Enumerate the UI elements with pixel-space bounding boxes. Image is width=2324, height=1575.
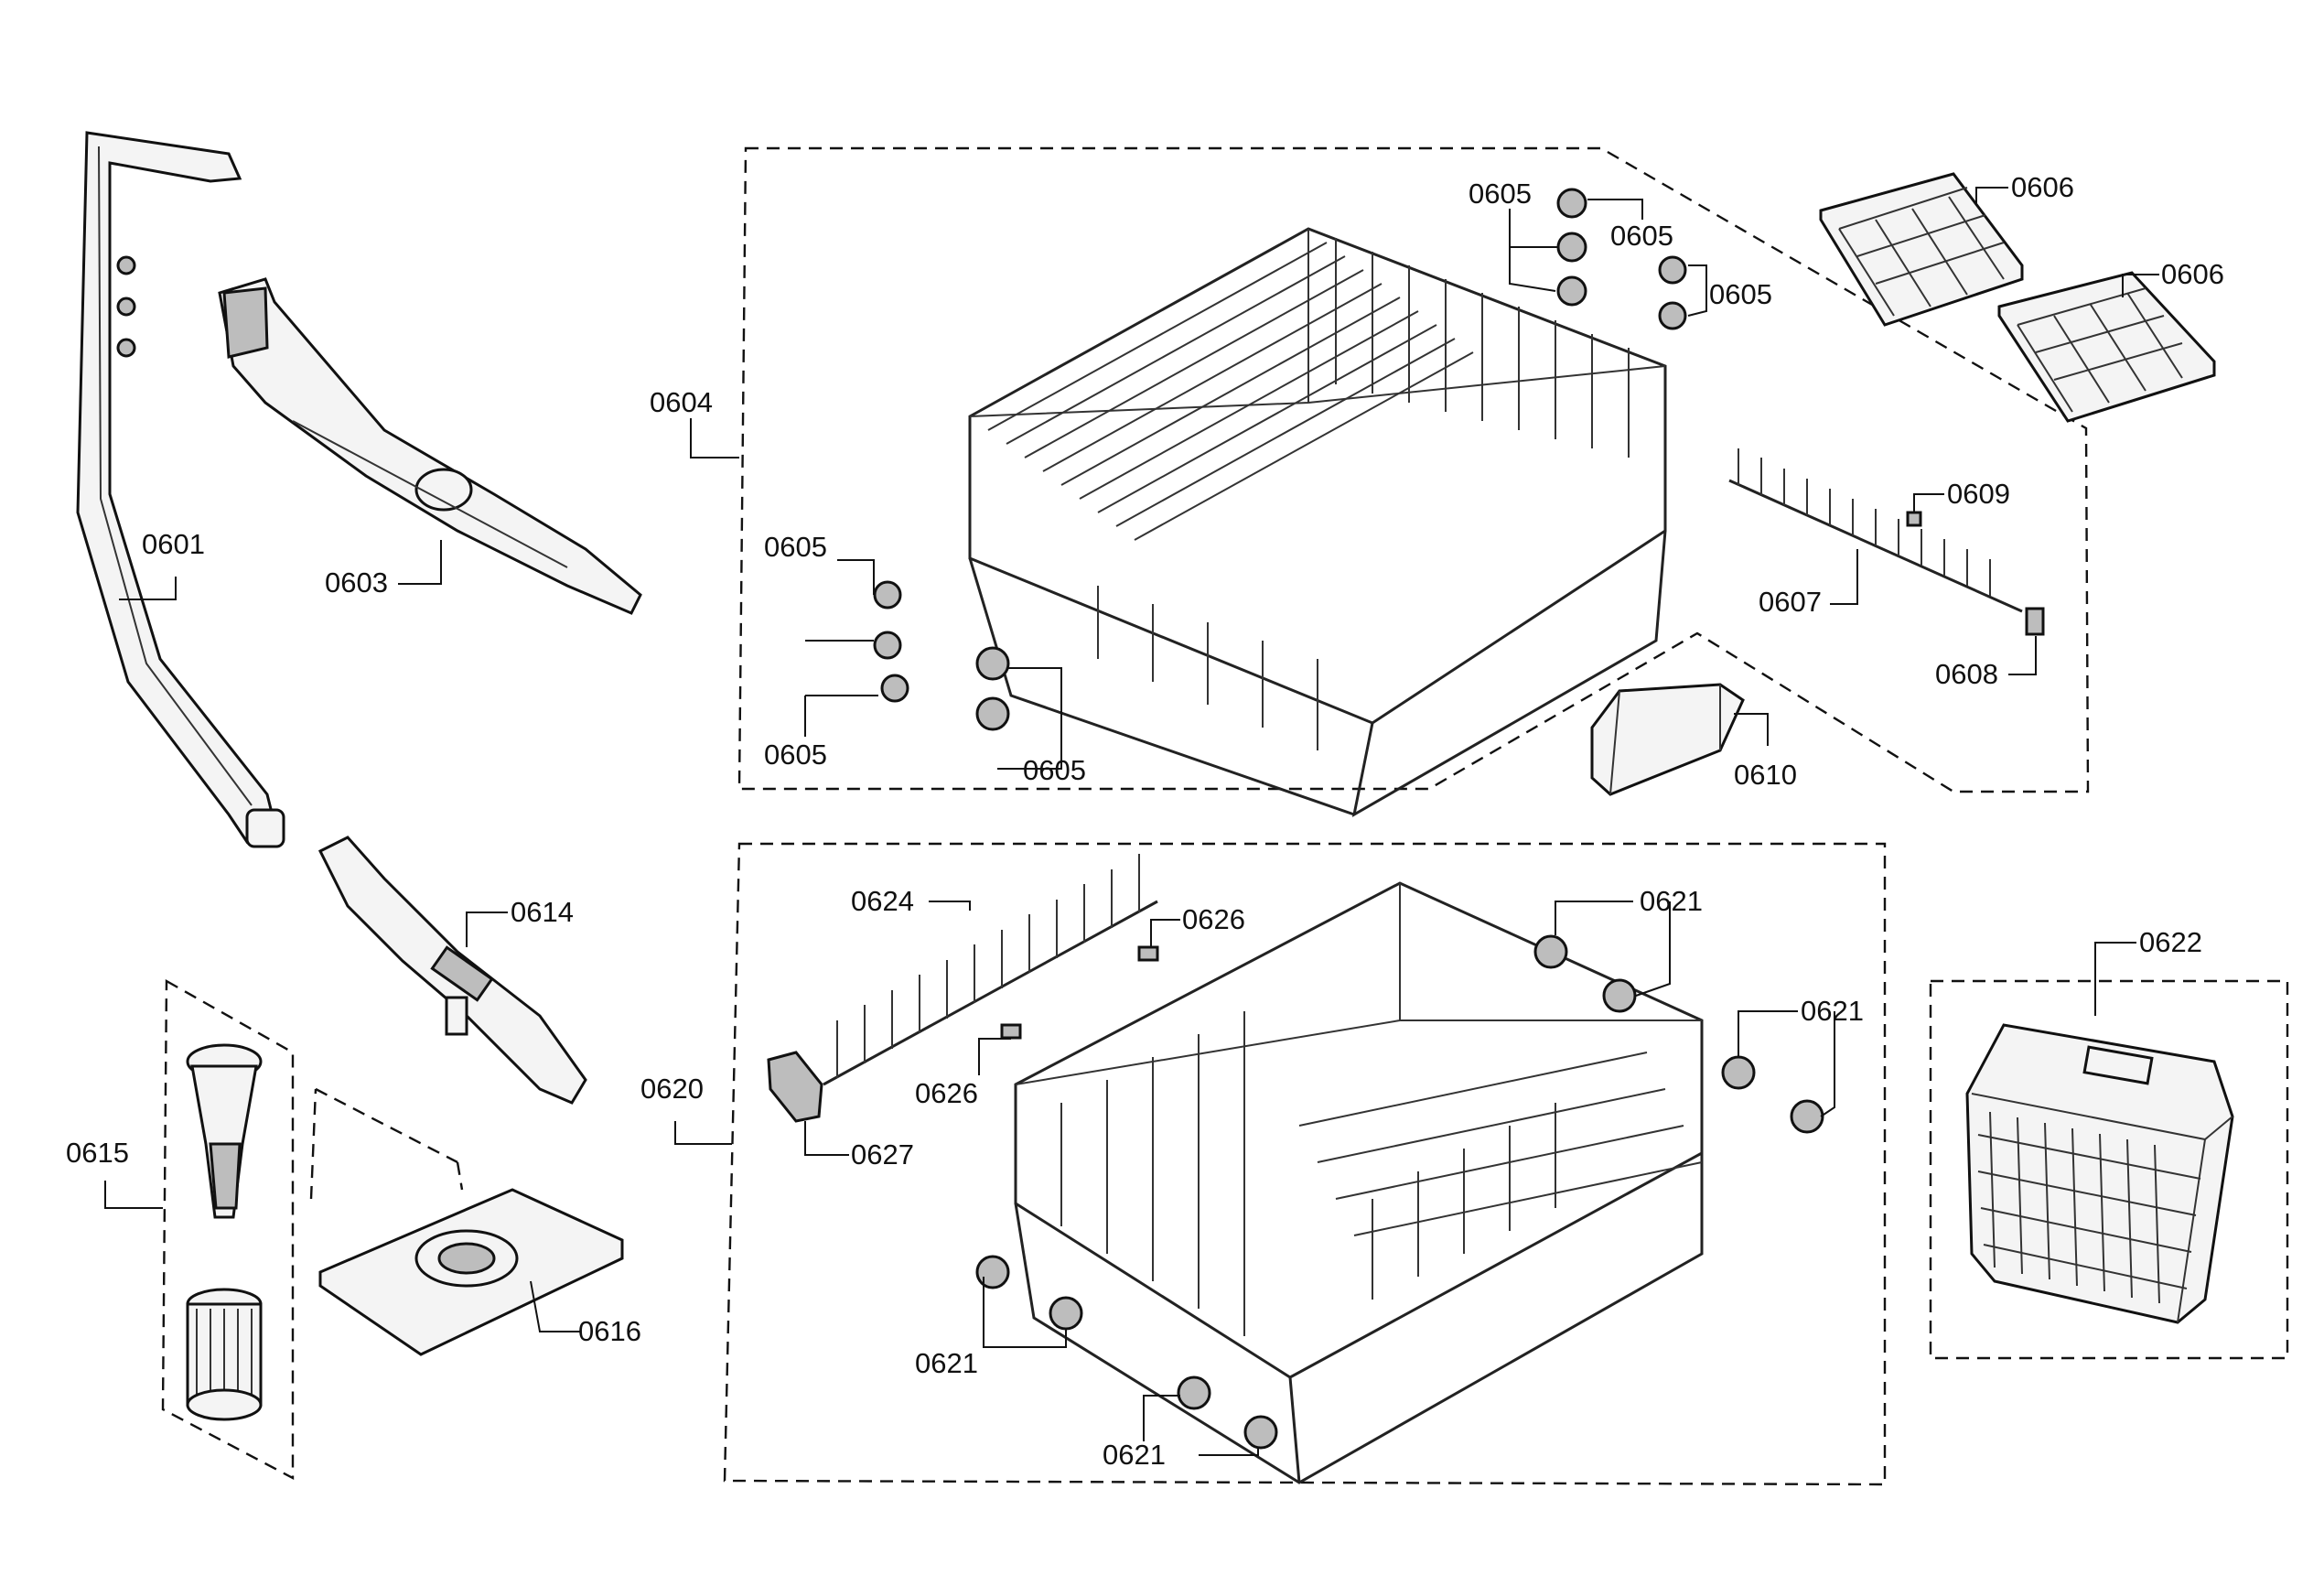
rollers-0621[interactable] xyxy=(975,934,1824,1450)
label-0626-a: 0626 xyxy=(1182,903,1245,935)
label-0601: 0601 xyxy=(142,528,205,560)
label-0608: 0608 xyxy=(1935,658,1998,690)
label-0610: 0610 xyxy=(1734,759,1797,791)
leader-0610 xyxy=(1734,713,1769,746)
leader-0601 xyxy=(119,577,177,600)
leader-0624 xyxy=(929,901,971,911)
label-0606-a: 0606 xyxy=(2011,171,2074,203)
label-0626-b: 0626 xyxy=(915,1077,978,1109)
clip-0608[interactable] xyxy=(2025,607,2045,636)
leader-0603 xyxy=(398,540,442,585)
rollers-0605[interactable] xyxy=(873,188,1687,731)
leader-0621-c xyxy=(983,1277,1067,1348)
latch-0627[interactable] xyxy=(767,1051,823,1123)
leader-0614 xyxy=(466,912,508,947)
label-0620: 0620 xyxy=(640,1073,704,1105)
label-0605-b: 0605 xyxy=(1610,220,1673,252)
dashed-group-0604 xyxy=(737,146,2090,793)
leader-0615 xyxy=(104,1181,163,1209)
filter-assembly-0615[interactable] xyxy=(186,1043,263,1421)
lower-spray-arm-0614[interactable] xyxy=(317,836,587,1105)
tine-row-0624[interactable] xyxy=(823,854,1158,1086)
leader-0608 xyxy=(2008,636,2037,675)
label-0615: 0615 xyxy=(66,1137,129,1169)
leader-0605-e xyxy=(804,695,878,737)
leader-0605-a xyxy=(1509,209,1556,292)
leader-0606-a xyxy=(1975,187,2008,203)
leader-0626-b xyxy=(978,1038,1011,1075)
leader-0605-b xyxy=(1587,199,1643,220)
tine-row-0607[interactable] xyxy=(1728,448,2023,613)
supply-tube-0601[interactable] xyxy=(76,131,285,848)
dashed-group-0622 xyxy=(1929,979,2289,1360)
upper-rack-basket[interactable] xyxy=(968,227,1667,817)
label-0607: 0607 xyxy=(1759,586,1822,618)
leader-0616 xyxy=(530,1280,581,1332)
label-0605-f: 0605 xyxy=(1023,754,1086,786)
leader-0609 xyxy=(1913,493,1944,512)
cutlery-basket-0622[interactable] xyxy=(1965,1023,2234,1324)
label-0606-b: 0606 xyxy=(2161,258,2224,290)
label-0616: 0616 xyxy=(578,1315,641,1347)
label-0604: 0604 xyxy=(650,386,713,418)
clip-0626-a[interactable] xyxy=(1137,945,1159,962)
leader-0621-d xyxy=(1143,1395,1259,1456)
leader-0621-b xyxy=(1738,1010,1835,1117)
leader-0627 xyxy=(804,1121,849,1156)
label-0605-a: 0605 xyxy=(1469,178,1532,210)
leader-0605-f xyxy=(997,667,1062,770)
label-0621-c: 0621 xyxy=(915,1347,978,1379)
label-0605-c: 0605 xyxy=(1709,278,1772,310)
label-0627: 0627 xyxy=(851,1138,914,1170)
leader-0605-c xyxy=(1687,264,1707,317)
label-0621-b: 0621 xyxy=(1801,995,1864,1027)
lower-rack-basket[interactable] xyxy=(1014,881,1704,1484)
leader-0621-a xyxy=(1555,901,1671,997)
label-0621-a: 0621 xyxy=(1640,885,1703,917)
clip-0609[interactable] xyxy=(1906,511,1922,527)
label-0609: 0609 xyxy=(1947,478,2010,510)
dashed-group-0620 xyxy=(723,842,1887,1486)
clip-0626-b[interactable] xyxy=(1000,1023,1022,1040)
dashed-group-0615 xyxy=(161,978,295,1480)
leader-0622 xyxy=(2094,942,2136,1016)
leader-0607 xyxy=(1830,549,1858,605)
leader-0620 xyxy=(674,1121,732,1145)
label-0624: 0624 xyxy=(851,885,914,917)
upper-spray-arm-0603[interactable] xyxy=(218,277,642,615)
label-0605-e: 0605 xyxy=(764,739,827,771)
cup-shelves-0606[interactable] xyxy=(1819,172,2216,423)
dashed-group-0616 xyxy=(309,1087,464,1200)
leader-0605-d xyxy=(805,559,875,642)
rack-handle-0610[interactable] xyxy=(1590,683,1745,796)
label-0605-d: 0605 xyxy=(764,531,827,563)
leader-0604 xyxy=(690,418,739,458)
leader-0626-a xyxy=(1150,919,1180,947)
fine-filter-plate-0616[interactable] xyxy=(318,1188,624,1356)
label-0622: 0622 xyxy=(2139,926,2202,958)
label-0603: 0603 xyxy=(325,566,388,599)
label-0614: 0614 xyxy=(511,896,574,928)
leader-0606-b xyxy=(2122,274,2159,297)
label-0621-d: 0621 xyxy=(1103,1439,1166,1471)
